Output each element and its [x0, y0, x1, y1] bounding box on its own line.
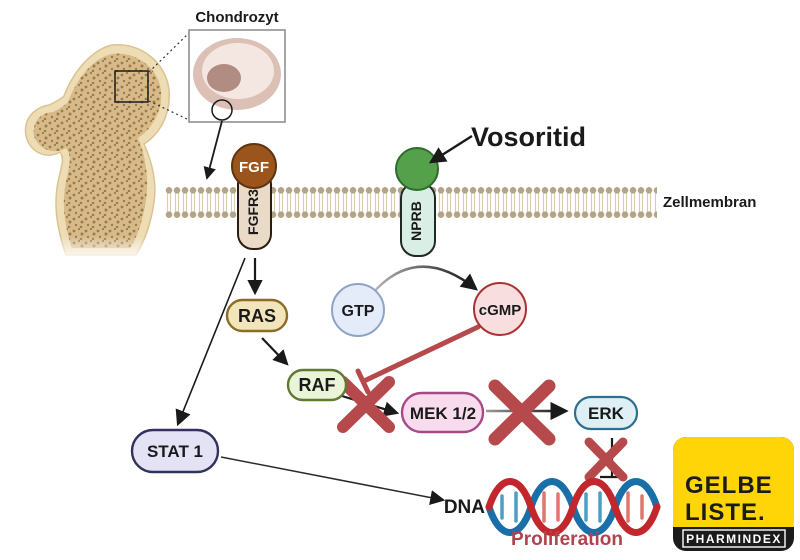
node-mek: MEK 1/2: [400, 391, 485, 434]
fgfr3-label: FGFR3: [245, 189, 261, 235]
inset-to-membrane-arrow: [203, 120, 223, 180]
logo-line1: GELBE: [685, 472, 773, 499]
bone-zoom-square: [114, 70, 149, 103]
mek-label: MEK 1/2: [410, 404, 476, 423]
ras-label: RAS: [238, 306, 276, 326]
dna-label: DNA: [444, 497, 485, 518]
logo-sub-box: [682, 529, 786, 548]
vosoritid-molecule: [395, 147, 439, 191]
cgmp-inhibition-bar: [355, 324, 481, 395]
cell-nucleus: [207, 64, 241, 92]
chondrocyte-label: Chondrozyt: [195, 9, 278, 26]
fgf-ligand: [231, 143, 277, 189]
dna-helix-icon: [485, 478, 661, 536]
node-raf: RAF: [286, 368, 348, 402]
vosoritid-arrow: [428, 134, 473, 164]
gtp-to-cgmp-arrow: [371, 265, 478, 295]
cgmp-label: cGMP: [479, 302, 522, 319]
nprb-label: NPRB: [408, 201, 424, 241]
receptor-fgfr3: FGF FGFR3: [231, 143, 277, 250]
receptor-nprb: NPRB: [395, 147, 439, 257]
gelbe-liste-logo[interactable]: GELBE LISTE. PHARMINDEX: [673, 437, 794, 551]
fgfr3-to-stat1-arrow: [175, 257, 246, 427]
inhibition-x-icon: [337, 376, 628, 482]
stat1-label: STAT 1: [147, 442, 203, 461]
proliferation-label: Proliferation: [511, 529, 623, 550]
node-cgmp: cGMP: [473, 282, 527, 336]
node-gtp: GTP: [331, 283, 385, 337]
gtp-label: GTP: [342, 303, 375, 320]
ras-to-raf-arrow: [261, 337, 289, 366]
logo-line2: LISTE.: [685, 499, 766, 526]
bone-fade: [22, 236, 177, 262]
node-ras: RAS: [225, 298, 289, 333]
logo-sub-label: PHARMINDEX: [686, 532, 782, 546]
zoom-dotted-line-top: [148, 32, 190, 73]
membrane-label: Zellmembran: [663, 194, 756, 211]
fgf-label: FGF: [239, 159, 269, 176]
bone-illustration: [22, 32, 190, 262]
erk-label: ERK: [588, 404, 625, 423]
dna-section: DNA Proliferation: [444, 478, 661, 550]
zoom-dotted-line-bottom: [148, 100, 190, 121]
node-stat1: STAT 1: [130, 428, 220, 474]
membrane-zoom-circle: [211, 99, 233, 121]
raf-label: RAF: [299, 375, 336, 395]
chondrocyte-inset: Chondrozyt: [188, 9, 286, 180]
vosoritid-label: Vosoritid: [471, 122, 586, 152]
stat1-to-dna-arrow: [220, 456, 446, 505]
node-erk: ERK: [573, 395, 639, 431]
